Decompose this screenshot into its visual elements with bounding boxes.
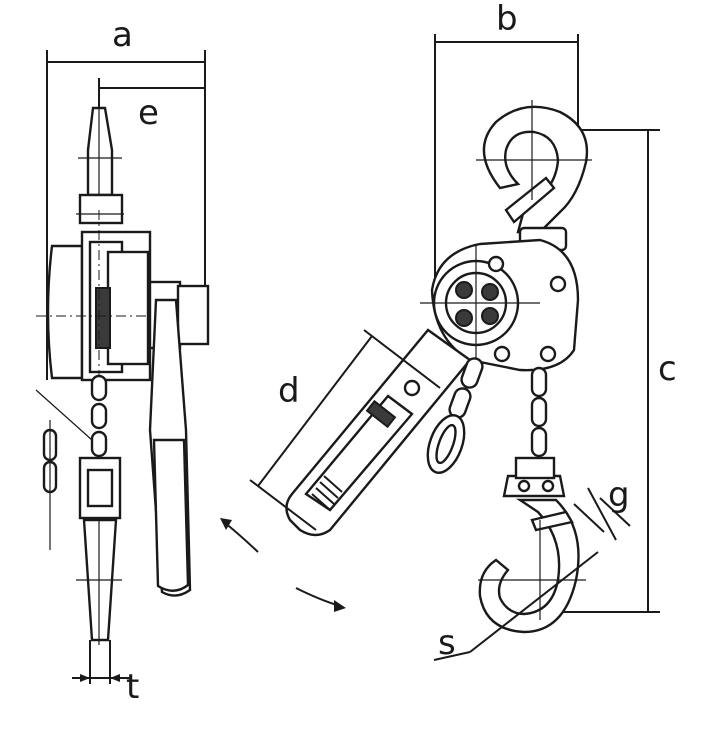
dimension-g: g xyxy=(573,475,631,541)
dimension-s: s xyxy=(433,551,599,663)
bottom-hook-side xyxy=(76,456,122,645)
side-view: a e xyxy=(35,15,210,707)
top-hook-side xyxy=(76,100,124,225)
handle-side xyxy=(148,280,210,597)
label-b: b xyxy=(496,0,518,39)
dimension-c: c xyxy=(560,129,677,613)
dimension-d: d xyxy=(249,329,441,531)
housing-side xyxy=(36,210,160,400)
label-d: d xyxy=(278,371,300,411)
dimension-b: b xyxy=(434,0,579,300)
front-view: b c xyxy=(249,0,677,663)
bottom-hook-front xyxy=(478,456,586,634)
dimension-t: t xyxy=(72,640,139,707)
hand-chain-front xyxy=(426,357,484,474)
lever-handle-front xyxy=(285,328,472,537)
label-s: s xyxy=(438,623,456,663)
swing-arrows xyxy=(220,518,346,612)
dimension-e: e xyxy=(98,78,205,133)
label-t: t xyxy=(126,667,139,707)
label-c: c xyxy=(658,349,677,389)
load-chain-front xyxy=(530,366,548,458)
label-a: a xyxy=(112,15,133,55)
label-g: g xyxy=(608,475,630,515)
label-e: e xyxy=(138,93,159,133)
chain-side xyxy=(35,374,108,550)
top-hook-front xyxy=(476,100,592,252)
handle-grip-ridges xyxy=(311,475,343,511)
housing-front xyxy=(420,238,580,372)
